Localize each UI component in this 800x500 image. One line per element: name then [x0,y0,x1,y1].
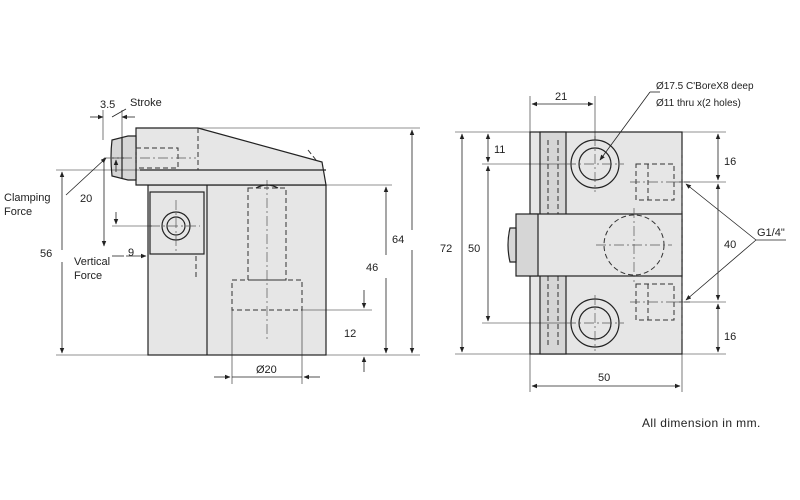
vertical-force-label-2: Force [74,270,102,282]
dim-50-horizontal: 50 [598,372,610,384]
clamping-force-label-2: Force [4,206,32,218]
clamping-force-label-1: Clamping [4,192,50,204]
dim-9: 9 [128,247,134,259]
dim-40: 40 [724,239,736,251]
vertical-force-label-1: Vertical [74,256,110,268]
front-plunger-knob [515,213,539,277]
dim-11: 11 [494,144,505,156]
dim-12: 12 [344,328,356,340]
side-view: 3.5 Stroke Clamping Force Vertical Force… [4,97,420,384]
dim-stroke-value: 3.5 [100,99,115,111]
dim-64: 64 [392,234,404,246]
dim-46: 46 [366,262,378,274]
dim-50-vertical: 50 [468,243,480,255]
dim-20: 20 [80,193,92,205]
dim-21: 21 [555,91,567,103]
port-label: G1/4" [757,227,785,239]
stroke-label: Stroke [130,97,162,109]
dim-56: 56 [40,248,52,260]
side-clamp-arm [135,127,327,186]
front-view: 21 Ø17.5 C'BoreX8 deep Ø11 thru x(2 hole… [440,81,786,392]
callout-thru-holes: Ø11 thru x(2 holes) [656,98,741,109]
dim-16-bottom: 16 [724,331,736,343]
units-note: All dimension in mm. [642,416,761,430]
dim-72: 72 [440,243,452,255]
dim-16-top: 16 [724,156,736,168]
callout-counterbore: Ø17.5 C'BoreX8 deep [656,81,754,92]
dim-dia-20: Ø20 [256,364,277,376]
side-port-block [149,191,205,255]
